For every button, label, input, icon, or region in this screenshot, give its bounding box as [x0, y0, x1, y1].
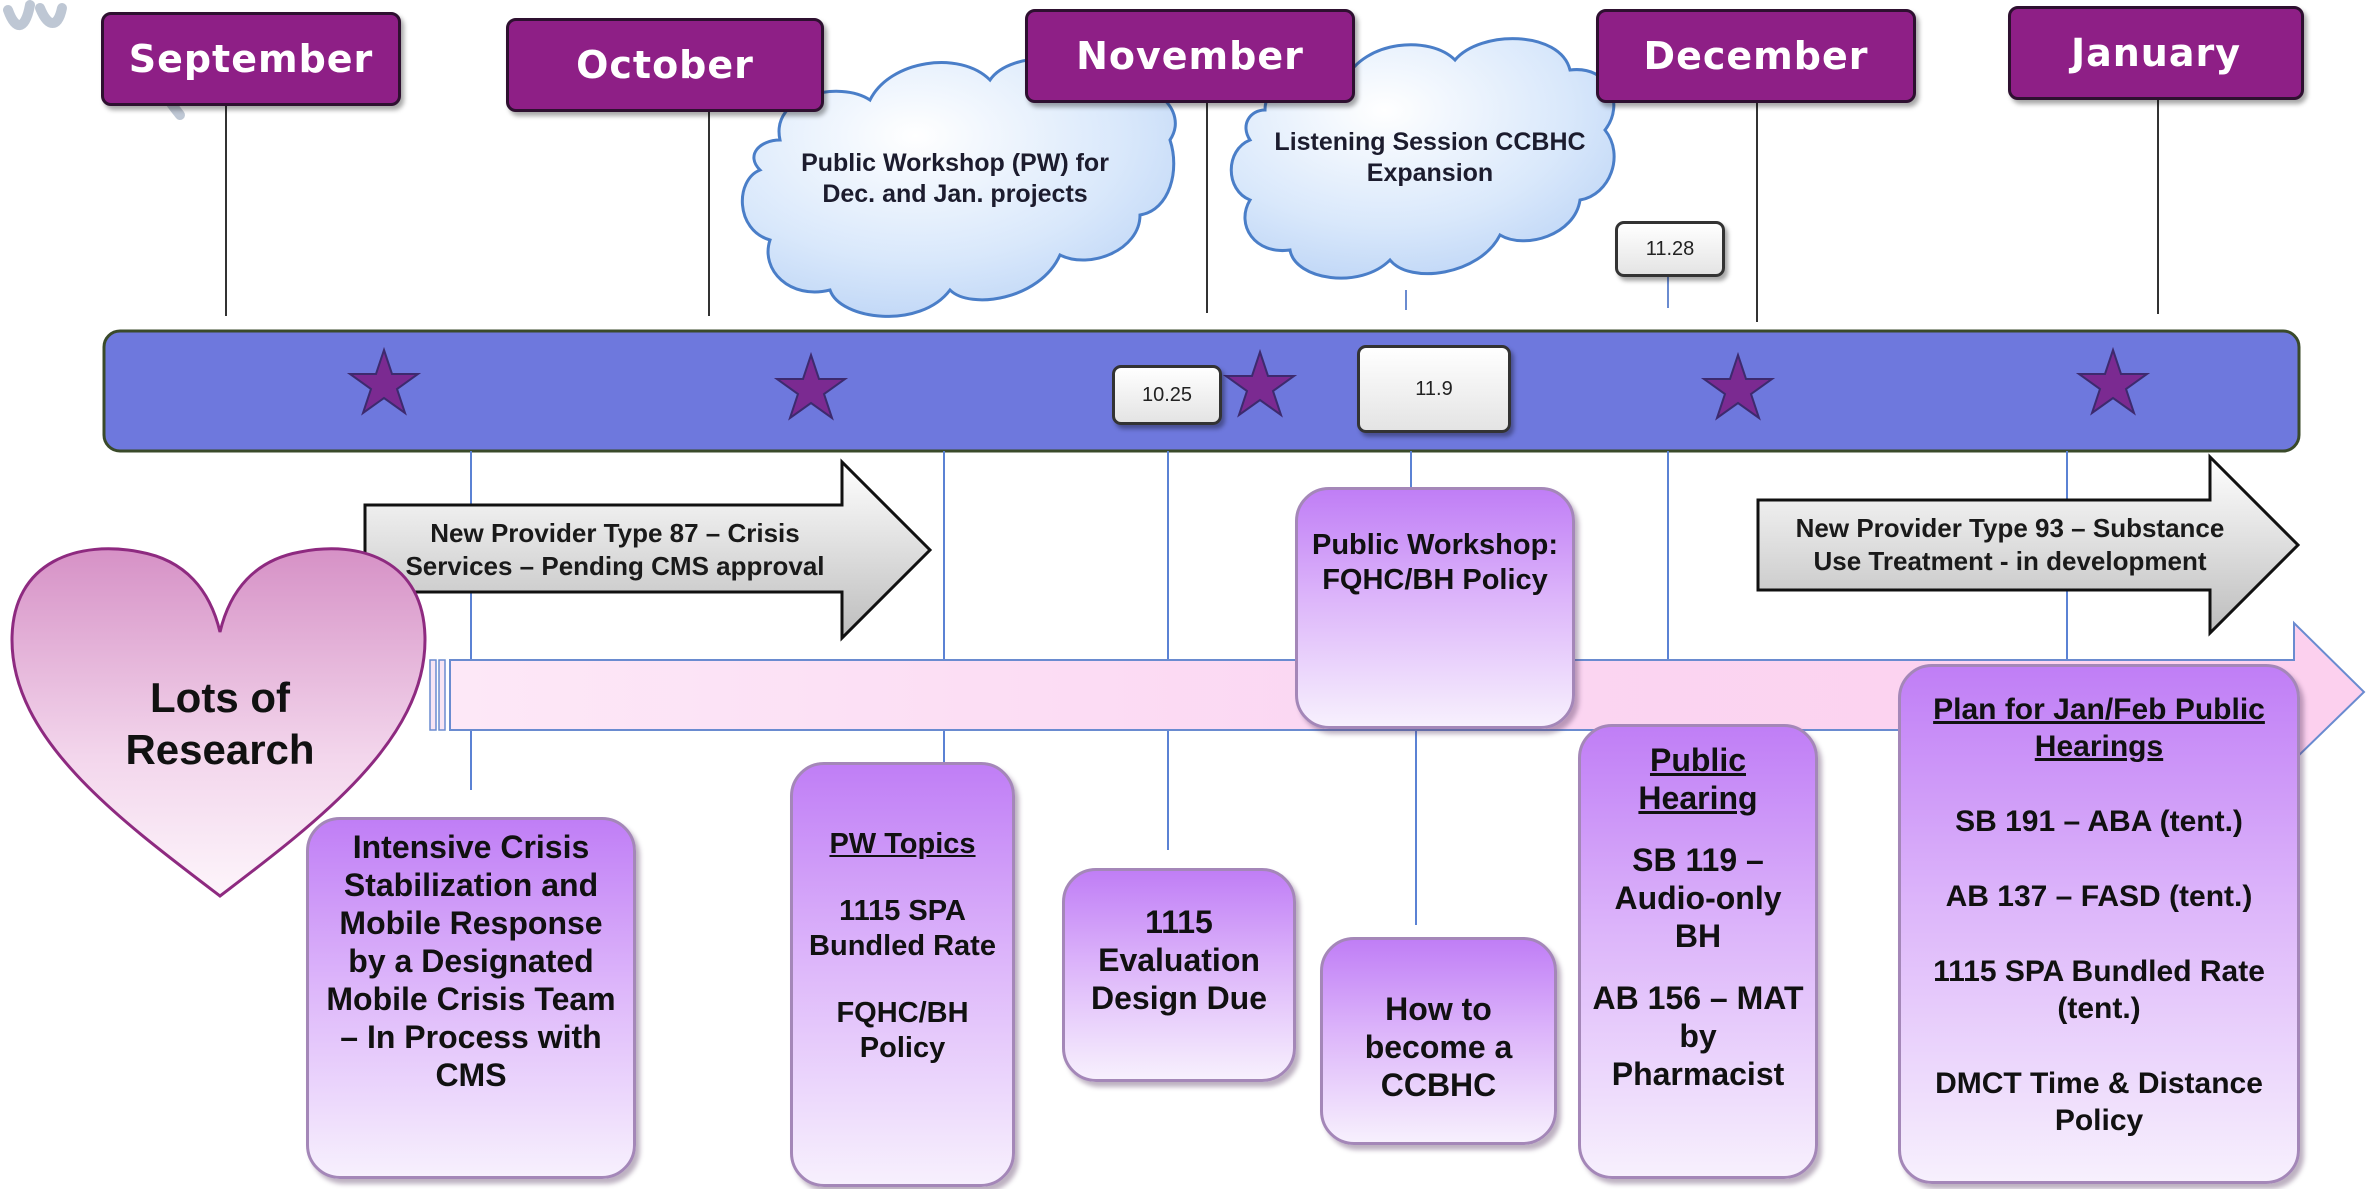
public-workshop-fqhc-text: Public Workshop: FQHC/BH Policy — [1312, 529, 1558, 596]
date-badge-10-25: 10.25 — [1112, 365, 1222, 425]
box-plan-public-hearings: Plan for Jan/Feb Public Hearings SB 191 … — [1898, 664, 2300, 1184]
box-pw-topics: PW Topics 1115 SPA Bundled Rate FQHC/BH … — [790, 762, 1015, 1187]
public-hearing-title: Public Hearing — [1638, 742, 1758, 816]
star-icon — [346, 346, 422, 416]
month-september: September — [101, 12, 401, 106]
public-hearing-item: SB 119 – Audio-only BH — [1614, 842, 1782, 954]
cloud-listening-session-text: Listening Session CCBHC Expansion — [1274, 128, 1586, 187]
pw-topics-title: PW Topics — [829, 828, 976, 860]
heart-label: Lots of Research — [125, 674, 315, 773]
star-icon — [1222, 348, 1298, 418]
month-december: December — [1596, 9, 1916, 103]
provider-type-93-text: New Provider Type 93 – Substance Use Tre… — [1795, 513, 2225, 576]
public-hearing-item: AB 156 – MAT by Pharmacist — [1592, 980, 1804, 1092]
star-icon — [773, 351, 849, 421]
box-intensive-crisis-text: Intensive Crisis Stabilization and Mobil… — [326, 829, 616, 1093]
timeline-stars — [346, 346, 2151, 421]
upper-month-lines — [225, 98, 2159, 322]
star-icon — [1700, 351, 1776, 421]
box-ccbhc: How to become a CCBHC — [1320, 937, 1557, 1145]
plan-title: Plan for Jan/Feb Public Hearings — [1933, 693, 2265, 763]
box-intensive-crisis: Intensive Crisis Stabilization and Mobil… — [306, 817, 636, 1179]
pw-topics-item: 1115 SPA Bundled Rate — [809, 895, 996, 962]
arrow-provider-type-87 — [363, 458, 933, 642]
plan-item: SB 191 – ABA (tent.) — [1955, 805, 2243, 838]
cloud-public-workshop-text: Public Workshop (PW) for Dec. and Jan. p… — [801, 149, 1109, 208]
month-october: October — [506, 18, 824, 112]
month-november: November — [1025, 9, 1355, 103]
box-evaluation-design: 1115 Evaluation Design Due — [1062, 868, 1296, 1082]
provider-type-87-text: New Provider Type 87 – Crisis Services –… — [405, 518, 825, 581]
plan-item: AB 137 – FASD (tent.) — [1945, 880, 2253, 913]
star-icon — [2075, 346, 2151, 416]
plan-item: DMCT Time & Distance Policy — [1935, 1067, 2263, 1137]
month-january: January — [2008, 6, 2304, 100]
plan-item: 1115 SPA Bundled Rate (tent.) — [1933, 955, 2265, 1025]
date-badge-11-9: 11.9 — [1357, 345, 1511, 433]
box-public-hearing: Public Hearing SB 119 – Audio-only BH AB… — [1578, 724, 1818, 1179]
evaluation-design-text: 1115 Evaluation Design Due — [1090, 904, 1268, 1016]
ccbhc-text: How to become a CCBHC — [1364, 991, 1513, 1103]
box-public-workshop-fqhc: Public Workshop: FQHC/BH Policy — [1295, 487, 1575, 729]
heart-shape — [10, 547, 427, 898]
date-badge-11-28: 11.28 — [1615, 221, 1725, 277]
arrow-provider-type-93 — [1756, 453, 2301, 637]
cloud-public-workshop — [740, 57, 1177, 318]
pw-topics-item: FQHC/BH Policy — [836, 997, 969, 1064]
